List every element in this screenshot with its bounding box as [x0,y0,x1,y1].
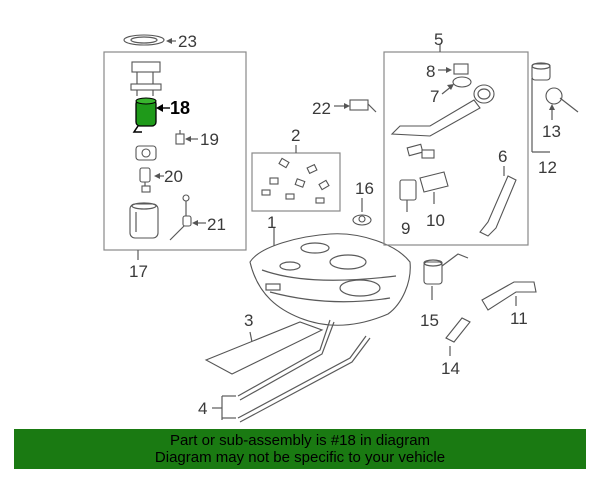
callout-5: 5 [434,30,443,49]
parts-diagram: 23 18 19 20 [103,30,579,423]
part-14-hose [445,317,471,343]
part-4-straps [237,319,371,423]
callout-6: 6 [498,147,507,166]
part-13-door [545,87,579,113]
part-1-fuel-tank [249,233,411,326]
part-pump-bracket [130,61,162,96]
part-20-filter [139,167,151,193]
part-18-fuel-pump [132,97,157,133]
part-8 [453,63,469,75]
callout-14: 14 [441,359,460,378]
callout-9: 9 [401,219,410,238]
callout-1: 1 [267,213,276,232]
callout-20: 20 [164,167,183,186]
part-15 [423,253,469,285]
callout-15: 15 [420,311,439,330]
part-3-shield [204,321,324,375]
callout-16: 16 [355,179,374,198]
part-regulator [135,145,157,161]
assembly-frame-17 [103,51,247,251]
part-10 [419,171,449,193]
callout-7: 7 [430,87,439,106]
part-16 [352,214,372,226]
callout-22: 22 [312,99,331,118]
part-7 [452,76,472,88]
callout-11: 11 [510,309,528,328]
callout-18: 18 [170,98,190,118]
part-22-bracket [349,99,377,113]
callout-12: 12 [538,158,557,177]
banner-line-1: Part or sub-assembly is #18 in diagram [169,432,431,449]
part-11-hose [481,281,537,311]
callout-21: 21 [207,215,226,234]
callout-10: 10 [426,211,445,230]
part-19 [175,130,185,145]
filler-assembly-frame-5 [383,51,529,246]
callout-3: 3 [244,311,253,330]
part-9 [399,179,417,201]
part-21-sender [169,194,192,241]
callout-23: 23 [178,32,197,51]
part-2-clips [261,157,330,204]
callout-4: 4 [198,399,207,418]
banner-line-2: Diagram may not be specific to your vehi… [154,449,446,466]
part-filler-neck [390,84,495,159]
callout-19: 19 [200,130,219,149]
notice-banner: Part or sub-assembly is #18 in diagram D… [14,429,586,469]
part-filler-cap [531,62,551,81]
callout-2: 2 [291,126,300,145]
callout-17: 17 [129,262,148,281]
part-6-vent-pipe [479,175,517,237]
part-reservoir [129,202,159,239]
callout-13: 13 [542,122,561,141]
callout-8: 8 [426,62,435,81]
